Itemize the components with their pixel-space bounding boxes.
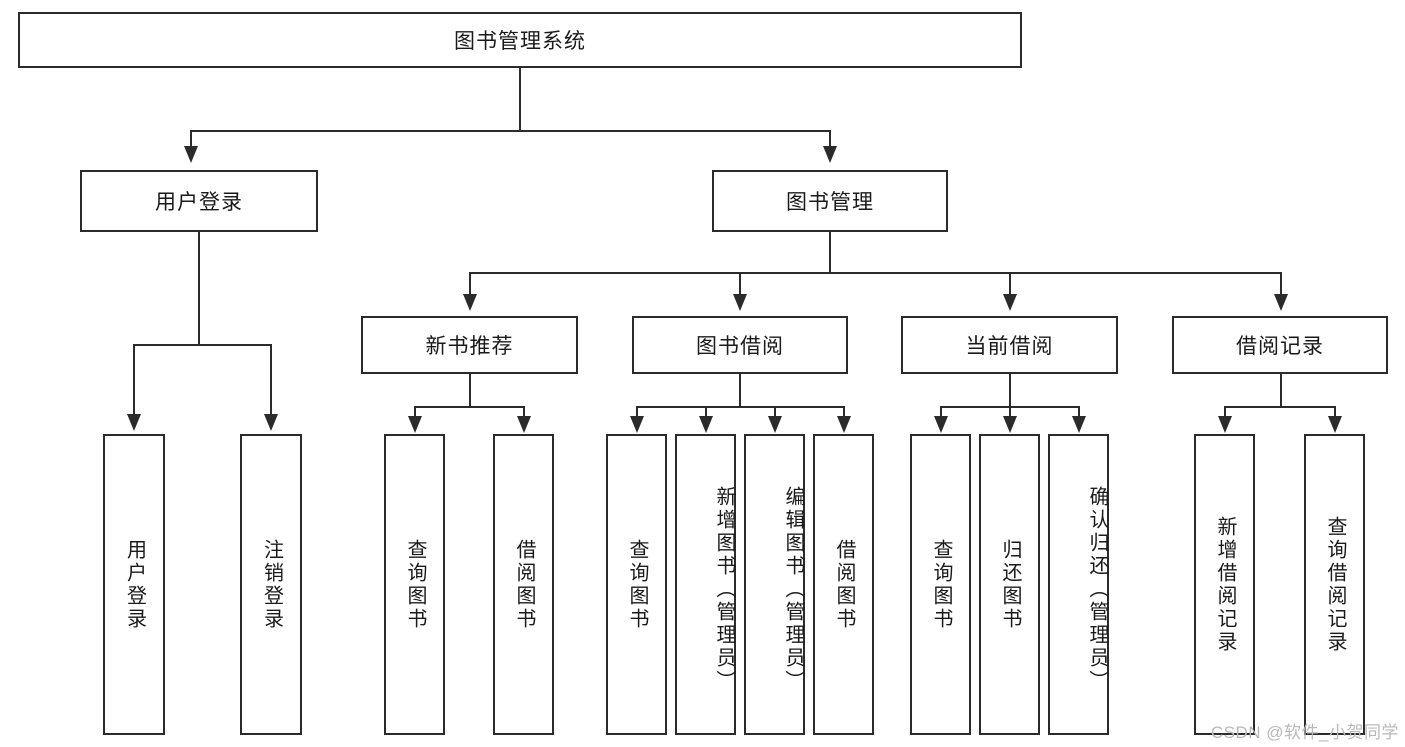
- edge-book-borrow-drop-1: [636, 406, 638, 418]
- edge-user-login-stem: [198, 232, 200, 344]
- arrow-book-manage-to-borrow-record: [1274, 294, 1288, 311]
- edge-book-manage-drop-4: [1280, 272, 1282, 296]
- edge-borrow-record-stem: [1280, 374, 1282, 406]
- arrow-user-login-leaf-1: [127, 414, 141, 431]
- edge-borrow-record-bus: [1224, 406, 1336, 408]
- edge-book-manage-drop-1: [469, 272, 471, 296]
- arrow-book-borrow-leaf-3: [768, 416, 782, 433]
- edge-book-manage-drop-2: [739, 272, 741, 296]
- edge-book-borrow-drop-3: [774, 406, 776, 418]
- leaf-user-login-logout[interactable]: 注销登录: [240, 434, 302, 735]
- edge-borrow-record-drop-1: [1224, 406, 1226, 418]
- leaf-book-borrow-query-book[interactable]: 查询图书: [606, 434, 667, 735]
- csdn-watermark: CSDN @软件_小贺同学: [1210, 723, 1399, 742]
- leaf-new-book-borrow-book[interactable]: 借阅图书: [493, 434, 554, 735]
- arrow-book-manage-to-current-borrow: [1003, 294, 1017, 311]
- edge-new-book-stem: [469, 374, 471, 406]
- edge-user-login-drop-1: [133, 344, 135, 416]
- edge-new-book-drop-1: [414, 406, 416, 418]
- edge-root-to-book-manage: [829, 130, 831, 148]
- node-user-login[interactable]: 用户登录: [80, 170, 318, 232]
- edge-book-borrow-drop-4: [843, 406, 845, 418]
- edge-current-borrow-drop-3: [1078, 406, 1080, 418]
- node-book-borrow[interactable]: 图书借阅: [632, 316, 848, 374]
- node-book-management[interactable]: 图书管理: [712, 170, 948, 232]
- leaf-current-borrow-query-book[interactable]: 查询图书: [910, 434, 971, 735]
- node-current-borrow[interactable]: 当前借阅: [901, 316, 1118, 374]
- edge-book-manage-drop-3: [1009, 272, 1011, 296]
- edge-root-bus: [190, 130, 831, 132]
- arrow-current-borrow-leaf-1: [934, 416, 948, 433]
- arrow-book-borrow-leaf-1: [630, 416, 644, 433]
- leaf-current-borrow-return-book[interactable]: 归还图书: [979, 434, 1040, 735]
- leaf-book-borrow-edit-book-admin[interactable]: 编辑图书（管理员）: [744, 434, 805, 735]
- leaf-book-borrow-add-book-admin[interactable]: 新增图书（管理员）: [675, 434, 736, 735]
- edge-new-book-drop-2: [523, 406, 525, 418]
- arrow-current-borrow-leaf-2: [1003, 416, 1017, 433]
- node-new-book-recommend[interactable]: 新书推荐: [361, 316, 578, 374]
- edge-user-login-bus: [133, 344, 270, 346]
- arrow-root-to-user-login: [184, 146, 198, 163]
- leaf-current-borrow-confirm-return-admin[interactable]: 确认归还（管理员）: [1048, 434, 1109, 735]
- node-root-library-system[interactable]: 图书管理系统: [18, 12, 1022, 68]
- leaf-book-borrow-borrow-book[interactable]: 借阅图书: [813, 434, 874, 735]
- arrow-book-manage-to-new-book: [463, 294, 477, 311]
- edge-book-manage-bus: [469, 272, 1282, 274]
- arrow-borrow-record-leaf-1: [1218, 416, 1232, 433]
- leaf-new-book-query-book[interactable]: 查询图书: [384, 434, 445, 735]
- arrow-new-book-leaf-2: [517, 416, 531, 433]
- edge-new-book-bus: [414, 406, 525, 408]
- arrow-user-login-leaf-2: [264, 414, 278, 431]
- arrow-book-borrow-leaf-2: [699, 416, 713, 433]
- edge-book-manage-stem: [829, 232, 831, 272]
- edge-current-borrow-drop-2: [1009, 406, 1011, 418]
- arrow-current-borrow-leaf-3: [1072, 416, 1086, 433]
- edge-current-borrow-drop-1: [940, 406, 942, 418]
- arrow-book-borrow-leaf-4: [837, 416, 851, 433]
- leaf-borrow-record-query-record[interactable]: 查询借阅记录: [1304, 434, 1365, 735]
- edge-root-stem: [519, 68, 521, 130]
- edge-book-borrow-stem: [739, 374, 741, 406]
- edge-borrow-record-drop-2: [1334, 406, 1336, 418]
- arrow-borrow-record-leaf-2: [1328, 416, 1342, 433]
- edge-book-borrow-drop-2: [705, 406, 707, 418]
- edge-current-borrow-stem: [1009, 374, 1011, 406]
- leaf-borrow-record-add-record[interactable]: 新增借阅记录: [1194, 434, 1255, 735]
- edge-user-login-drop-2: [270, 344, 272, 416]
- edge-root-to-user-login: [190, 130, 192, 148]
- arrow-root-to-book-manage: [823, 146, 837, 163]
- edge-book-borrow-bus: [636, 406, 844, 408]
- leaf-user-login-login[interactable]: 用户登录: [103, 434, 165, 735]
- arrow-book-manage-to-book-borrow: [733, 294, 747, 311]
- arrow-new-book-leaf-1: [408, 416, 422, 433]
- node-borrow-record[interactable]: 借阅记录: [1172, 316, 1388, 374]
